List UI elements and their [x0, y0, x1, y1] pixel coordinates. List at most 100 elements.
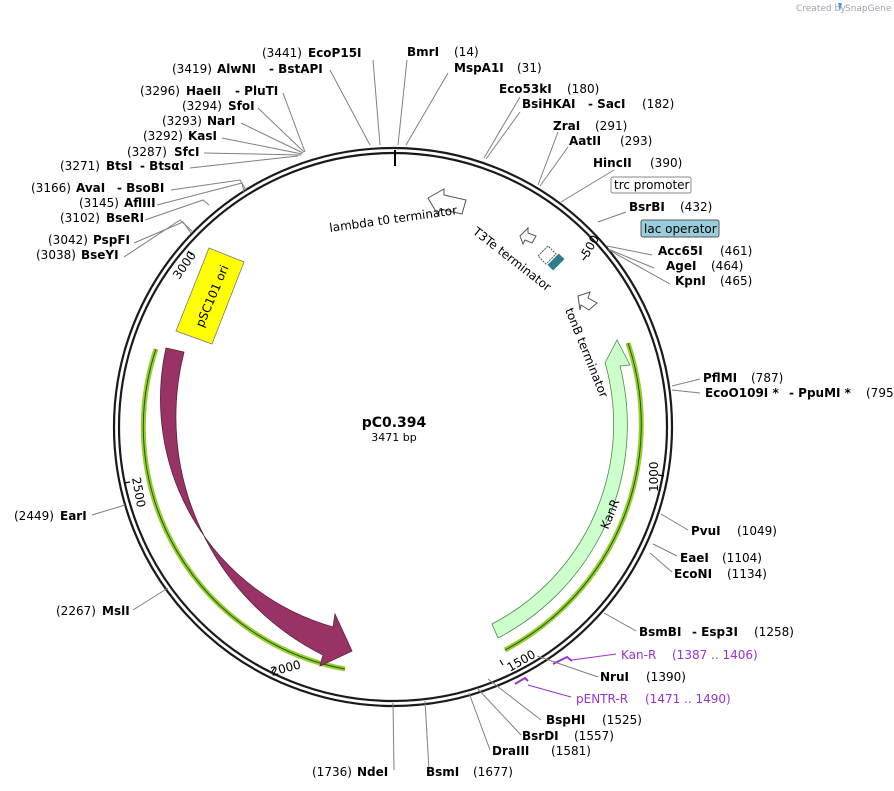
lac-operator-label: lac operator	[644, 222, 717, 236]
primer-pentr-r: pENTR-R (1471 .. 1490)	[514, 676, 731, 706]
feature-tonb: tonB terminator	[562, 291, 611, 400]
site-pflmi-name: PflMI	[703, 371, 737, 385]
trc-promoter-box	[610, 176, 692, 194]
primer-kan-r-name: Kan-R	[621, 648, 656, 662]
tick-1500: 1500	[505, 647, 538, 674]
site-zrai-pos: (291)	[595, 119, 627, 133]
feature-lambda-t0: lambda t0 terminator	[328, 188, 467, 235]
tick-2500: 2500	[129, 476, 148, 509]
feature-trc-promoter-mark	[537, 245, 557, 265]
site-mspa1i-pos: (31)	[517, 61, 542, 75]
leader-lines	[91, 59, 701, 771]
site-saci-name: - SacI	[588, 97, 626, 111]
site-msli-pos: (2267)	[56, 604, 96, 618]
site-bsphi-pos: (1525)	[602, 713, 642, 727]
site-pspfi-name: PspFI	[93, 233, 130, 247]
site-nari-name: NarI	[207, 114, 236, 128]
site-nrui-name: NruI	[600, 670, 629, 684]
lac-operator-box	[640, 219, 720, 238]
plasmid-size: 3471 bp	[371, 431, 416, 444]
credit-brand: SnapGene	[845, 4, 892, 14]
site-bmri-pos: (14)	[454, 45, 479, 59]
site-sfoi-name: SfoI	[228, 99, 255, 113]
site-pvui-name: PvuI	[691, 524, 721, 538]
site-bseyi-pos: (3038)	[36, 248, 76, 262]
feature-lambda-t0-label: lambda t0 terminator	[328, 203, 457, 235]
site-bstapi-name: - BstAPI	[269, 62, 323, 76]
site-esp3i-name: - Esp3I	[692, 625, 738, 639]
site-eco53ki-name: Eco53kI	[499, 82, 552, 96]
site-eco53ki-pos: (180)	[567, 82, 599, 96]
trc-promoter-label: trc promoter	[614, 178, 690, 192]
site-zrai-name: ZraI	[553, 119, 580, 133]
site-bsrdi-pos: (1557)	[574, 729, 614, 743]
site-bsrdi-name: BsrDI	[522, 729, 559, 743]
site-beseri-pos: (3102)	[60, 211, 100, 225]
site-nari-pos: (3293)	[162, 114, 202, 128]
site-alwni-name: AlwNI	[217, 62, 256, 76]
feature-tonb-label: tonB terminator	[562, 306, 611, 400]
site-bmri-name: BmrI	[407, 45, 439, 59]
site-agei-name: AgeI	[666, 259, 696, 273]
site-ndei-pos: (1736)	[312, 765, 352, 779]
site-btsi-pos: (3271)	[60, 159, 100, 173]
site-afliii-name: AflIII	[124, 196, 156, 210]
site-hincii-name: HincII	[593, 156, 632, 170]
primer-kan-r: Kan-R (1387 .. 1406)	[552, 648, 758, 665]
site-agei-pos: (464)	[711, 259, 743, 273]
site-labels: (3441) EcoP15I (3419) AlwNI - BstAPI (32…	[14, 45, 894, 779]
site-econi-name: EcoNI	[674, 567, 712, 581]
primer-pentr-r-range: (1471 .. 1490)	[645, 692, 731, 706]
site-eari-name: EarI	[60, 509, 87, 523]
site-bsihkai-pos: (182)	[642, 97, 674, 111]
site-kasi-name: KasI	[188, 129, 217, 143]
site-acc65i-pos: (461)	[720, 244, 752, 258]
site-kpni-pos: (465)	[720, 274, 752, 288]
site-bsrbi-pos: (432)	[680, 200, 712, 214]
site-ecoo109i-pos: (795)	[866, 386, 894, 400]
primer-kan-r-range: (1387 .. 1406)	[672, 648, 758, 662]
site-kasi-pos: (3292)	[143, 129, 183, 143]
site-bsmi-name: BsmI	[426, 765, 459, 779]
tick-1000: 1000	[647, 461, 661, 492]
rep101-translation-core	[142, 348, 346, 670]
kanr-translation-core	[504, 342, 642, 651]
site-econi-pos: (1134)	[727, 567, 767, 581]
site-ecoo109i-name: EcoO109I *	[705, 386, 779, 400]
site-sfci-name: SfcI	[174, 145, 199, 159]
site-btsi-name: BtsI	[106, 159, 133, 173]
tick-marks	[123, 250, 665, 673]
site-sfci-pos: (3287)	[127, 145, 167, 159]
feature-kanr: KanR	[491, 339, 631, 639]
site-eari-pos: (2449)	[14, 509, 54, 523]
site-pvui-pos: (1049)	[737, 524, 777, 538]
primer-pentr-r-name: pENTR-R	[576, 692, 628, 706]
site-avai-name: AvaI	[76, 181, 105, 195]
site-aatii-pos: (293)	[620, 134, 652, 148]
site-bsphi-name: BspHI	[546, 713, 585, 727]
site-sfoi-pos: (3294)	[182, 99, 222, 113]
site-btsai-name: - BtsαI	[140, 159, 184, 173]
site-pspfi-pos: (3042)	[48, 233, 88, 247]
site-eaei-name: EaeI	[680, 551, 709, 565]
feature-lac-operator-mark	[547, 253, 565, 271]
site-eaei-pos: (1104)	[722, 551, 762, 565]
site-hincii-pos: (390)	[650, 156, 682, 170]
site-afliii-pos: (3145)	[79, 196, 119, 210]
snapgene-logo-icon	[838, 3, 842, 11]
site-alwni-pos: (3419)	[172, 62, 212, 76]
site-bsihkai-name: BsiHKAI	[522, 97, 576, 111]
tick-2000: 2000	[269, 657, 302, 678]
site-ecop15i-name: EcoP15I	[308, 46, 362, 60]
site-nrui-pos: (1390)	[646, 670, 686, 684]
site-bsobi-name: - BsoBI	[117, 181, 164, 195]
site-haeii-name: HaeII	[186, 84, 221, 98]
site-mspa1i-name: MspA1I	[454, 61, 504, 75]
site-bsmbi-name: BsmBI	[639, 625, 681, 639]
site-bsmi-pos: (1677)	[473, 765, 513, 779]
site-ndei-name: NdeI	[357, 765, 388, 779]
site-pluti-name: - PluTI	[235, 84, 278, 98]
site-acc65i-name: Acc65I	[658, 244, 703, 258]
site-avai-pos: (3166)	[31, 181, 71, 195]
